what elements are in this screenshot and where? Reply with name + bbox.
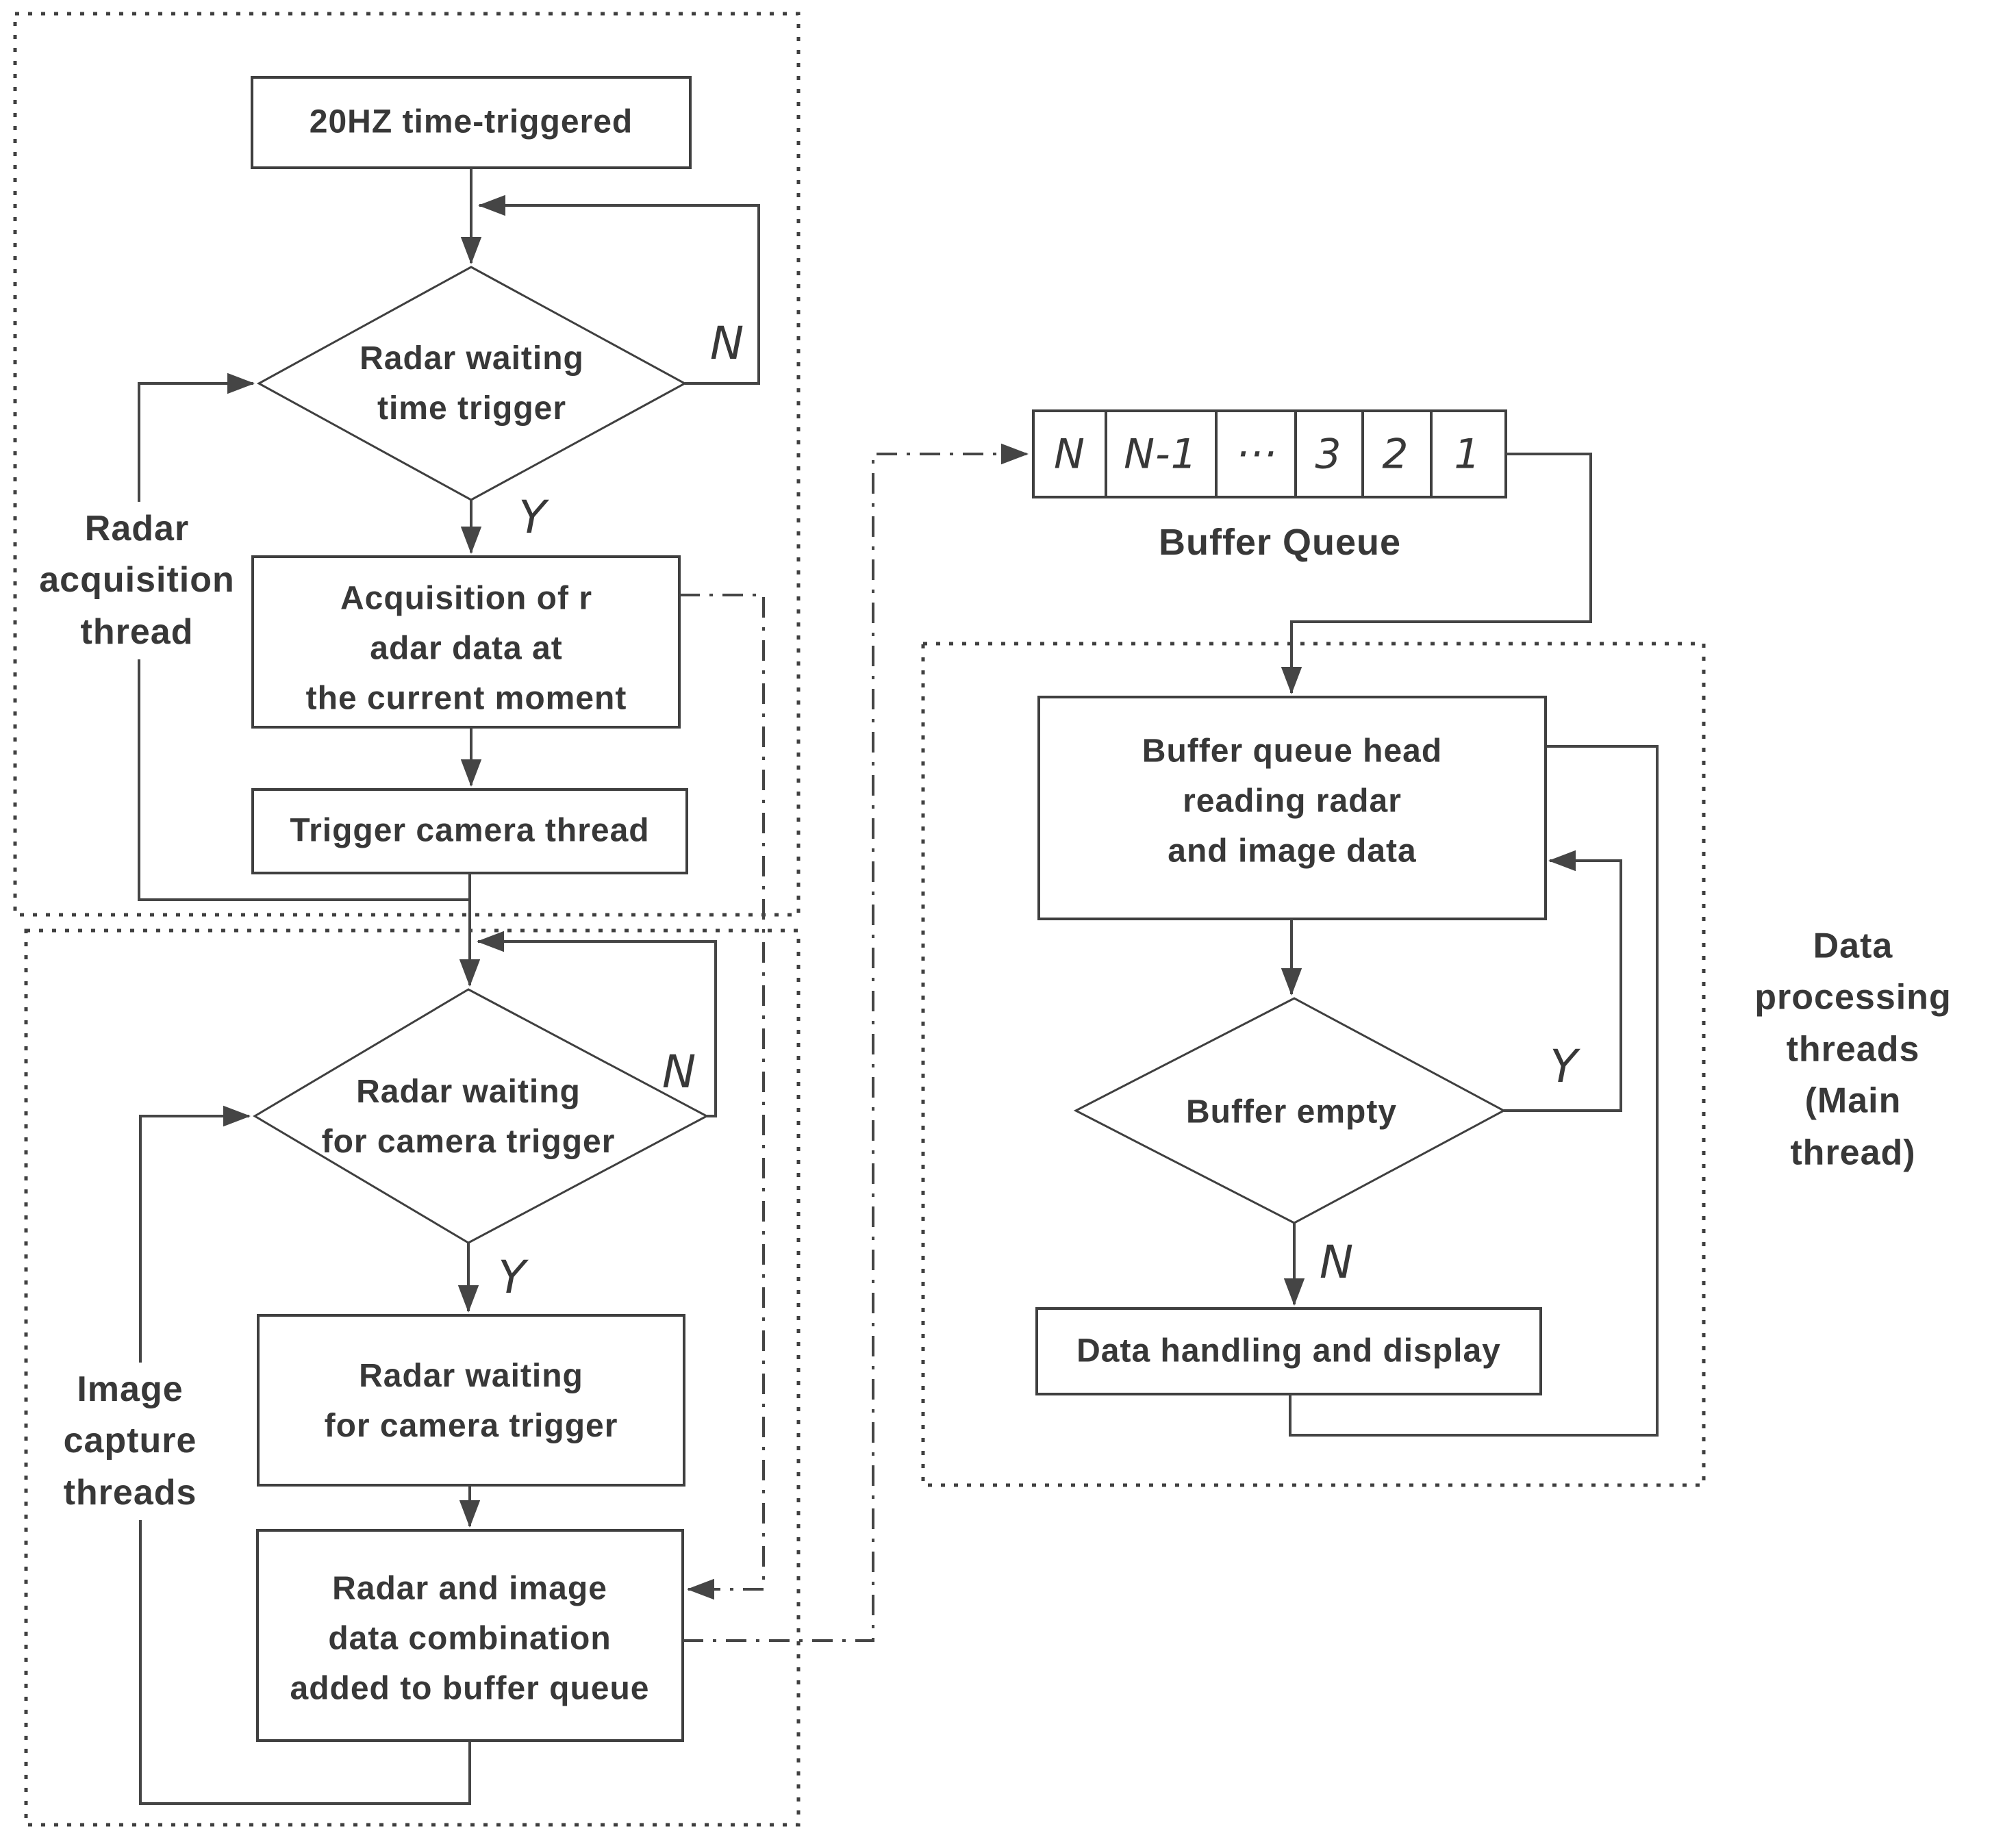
data-handling-label: Data handling and display — [1076, 1332, 1501, 1369]
link-combination-to-buffer-queue — [683, 443, 1029, 1642]
radar-acquisition-thread-label: Radar acquisition thread — [32, 501, 242, 660]
buffer-cell-n: N — [1054, 430, 1085, 479]
radar-waiting-camera-box-label: Radar waiting for camera trigger — [324, 1358, 618, 1444]
buffer-cell-3: 3 — [1315, 430, 1342, 479]
time-trigger-label: 20HZ time-triggered — [309, 103, 633, 140]
trigger-camera-label: Trigger camera thread — [290, 812, 650, 849]
acquisition-box — [251, 555, 681, 729]
radar-waiting-camera-box — [257, 1314, 685, 1487]
buffer-queue-head-box — [1037, 696, 1547, 920]
arrow-loop-camera-trigger-no — [477, 931, 717, 1117]
buffer-queue-cells-box — [1032, 409, 1507, 498]
buffer-empty-label: Buffer empty — [1185, 1094, 1398, 1130]
combination-label: Radar and image data combination added t… — [290, 1570, 650, 1707]
radar-waiting-time-label: Radar waiting time trigger — [360, 340, 584, 427]
acquisition-label: Acquisition of r adar data at the curren… — [305, 580, 627, 717]
arrow-loop-time-trigger-no — [478, 194, 760, 385]
branch-time-trigger-n: N — [709, 316, 745, 370]
data-processing-threads-container — [921, 642, 1706, 1487]
branch-camera-trigger-y: Y — [498, 1250, 527, 1304]
arrow-queue-to-buffer-head — [1281, 453, 1592, 694]
branch-buffer-empty-n: N — [1319, 1235, 1354, 1289]
buffer-cell-ellipsis: ··· — [1235, 430, 1278, 479]
buffer-queue-cell-dividers — [1105, 411, 1433, 497]
trigger-camera-box — [251, 788, 688, 874]
data-handling-box — [1035, 1307, 1542, 1395]
image-capture-threads-label: Image capture threads — [56, 1362, 204, 1521]
buffer-cell-n-1: N-1 — [1124, 430, 1198, 479]
data-processing-threads-label: Data processing threads (Main thread) — [1754, 926, 1952, 1173]
buffer-queue-caption: Buffer Queue — [1158, 521, 1402, 563]
radar-acquisition-thread-container — [13, 12, 801, 917]
combination-box — [256, 1529, 684, 1742]
arrow-data-handling-return-loop — [1289, 745, 1659, 1437]
arrow-loopback-to-camera-decision — [139, 1105, 471, 1805]
buffer-cell-1: 1 — [1454, 430, 1481, 479]
branch-camera-trigger-n: N — [662, 1045, 697, 1098]
buffer-queue-head-label: Buffer queue head reading radar and imag… — [1142, 733, 1443, 870]
branch-buffer-empty-y: Y — [1550, 1039, 1578, 1093]
radar-waiting-camera-label: Radar waiting for camera trigger — [321, 1074, 616, 1160]
link-acquisition-to-combination — [679, 594, 765, 1600]
branch-time-trigger-y: Y — [518, 490, 547, 544]
arrow-loop-buffer-empty-yes — [1504, 850, 1622, 1112]
buffer-cell-2: 2 — [1382, 430, 1409, 479]
